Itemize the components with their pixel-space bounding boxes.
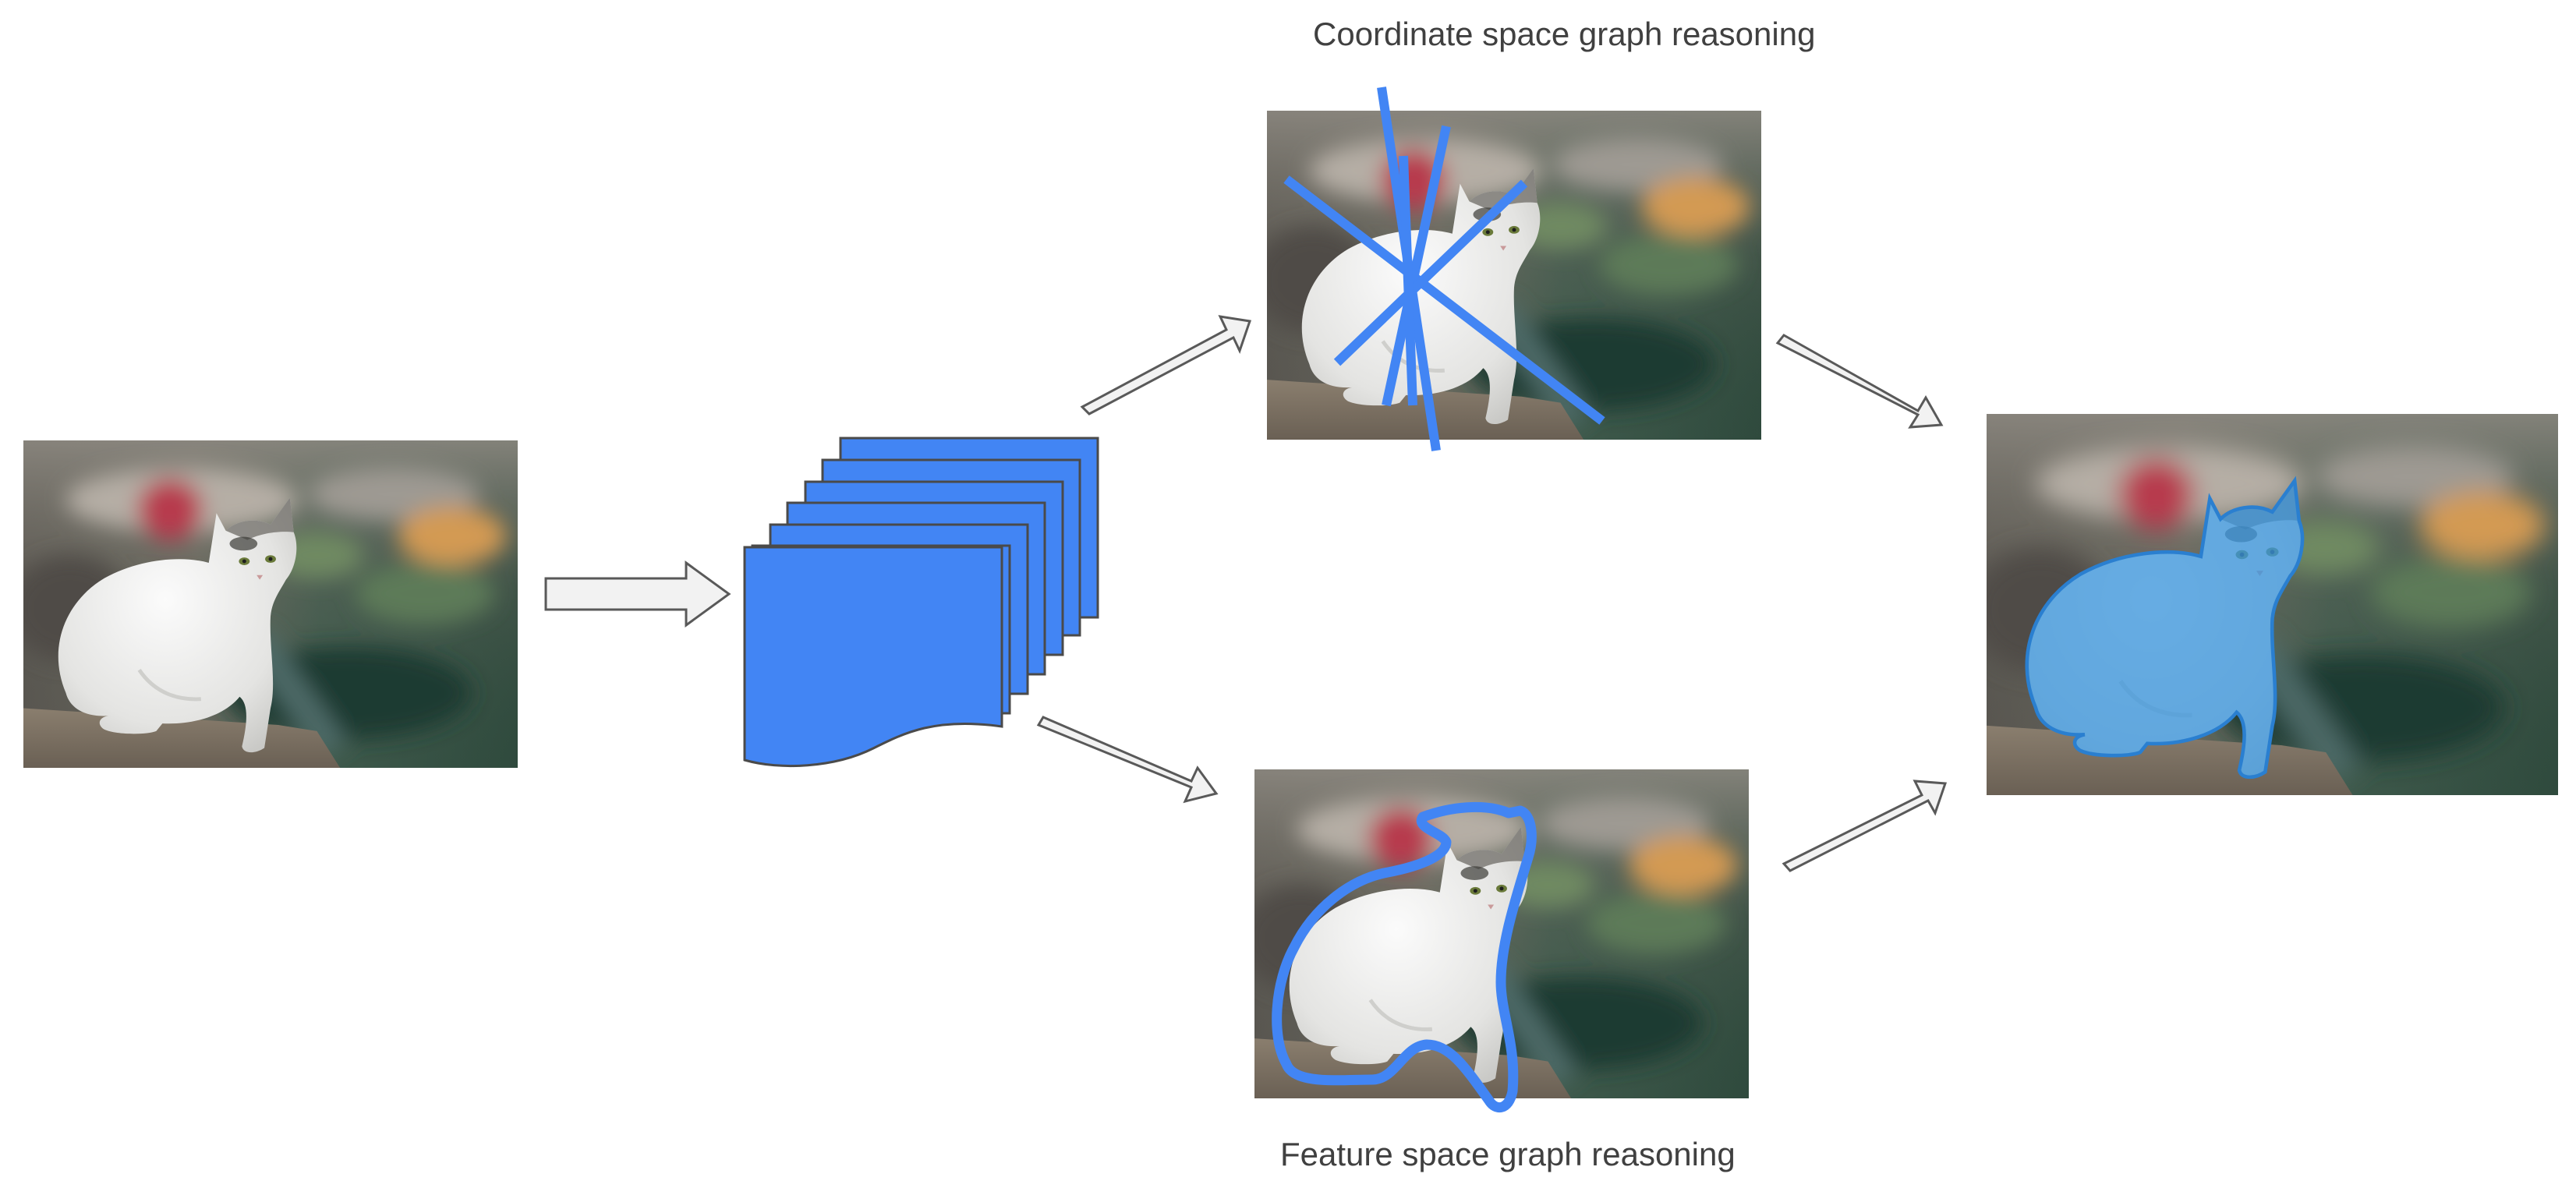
feature-cat-image [1239, 769, 1749, 1098]
graph-line [1399, 155, 1417, 406]
graph-line [1283, 175, 1605, 425]
segmentation-mask [2025, 476, 2305, 780]
arrow-down-right-icon [1036, 716, 1219, 804]
graph-line [1382, 125, 1451, 407]
arrow-right-icon [544, 560, 731, 628]
input-cat-image [8, 440, 518, 768]
feature-space-label: Feature space graph reasoning [1280, 1136, 1736, 1172]
graph-line [1333, 179, 1528, 366]
arrow-up-right-icon [1080, 315, 1251, 415]
arrow-down-right-icon [1775, 334, 1944, 429]
feature-map-sheet-front [743, 546, 1003, 768]
output-segmentation-image [1969, 414, 2558, 795]
graph-lines [1283, 87, 1605, 451]
coordinate-space-label: Coordinate space graph reasoning [1313, 16, 1815, 52]
coordinate-cat-image [1251, 111, 1761, 440]
feature-map-stack[interactable] [743, 437, 1099, 768]
cat-contour-outline [1272, 801, 1537, 1112]
arrow-up-right-icon [1782, 780, 1948, 872]
